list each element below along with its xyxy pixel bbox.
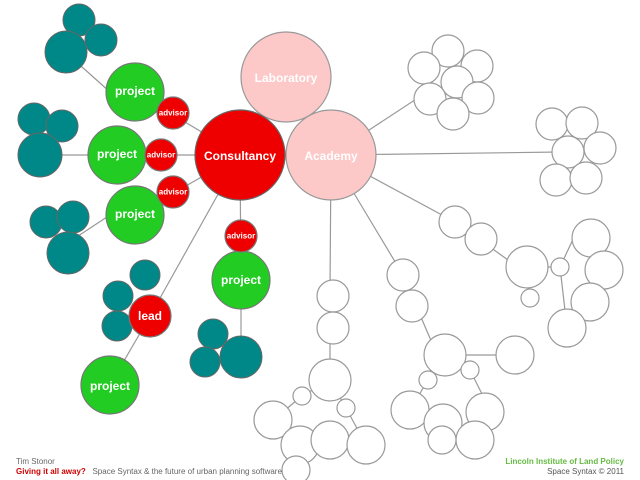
institute-name: Lincoln Institute of Land Policy: [505, 457, 624, 466]
academy-label: Academy: [304, 149, 358, 163]
team-clusters: [17, 3, 263, 379]
project-label: project: [221, 273, 261, 287]
footer-left: Tim Stonor Giving it all away? Space Syn…: [16, 457, 282, 477]
consultancy-node: [194, 109, 286, 201]
author-name: Tim Stonor: [16, 457, 55, 466]
project-label: project: [97, 147, 137, 161]
laboratory-label: Laboratory: [255, 71, 318, 85]
project-label: project: [115, 207, 155, 221]
advisor-label: advisor: [159, 188, 187, 197]
copyright: Space Syntax © 2011: [547, 467, 624, 476]
consultancy-label: Consultancy: [204, 149, 276, 163]
academy-clusters: [253, 34, 624, 480]
tagline: Giving it all away?: [16, 467, 86, 476]
laboratory-node: [240, 31, 332, 123]
subtitle: Space Syntax & the future of urban plann…: [92, 467, 282, 476]
lead-label: lead: [138, 309, 162, 323]
academy-node: [285, 109, 377, 201]
advisor-label: advisor: [159, 109, 187, 118]
project-label: project: [115, 84, 155, 98]
advisor-label: advisor: [147, 151, 175, 160]
project-nodes: [80, 62, 271, 415]
footer-title-line: Giving it all away? Space Syntax & the f…: [16, 467, 282, 477]
project-label: project: [90, 379, 130, 393]
advisor-nodes: [128, 96, 258, 338]
advisor-label: advisor: [227, 232, 255, 241]
footer-right: Lincoln Institute of Land Policy Space S…: [505, 457, 624, 477]
